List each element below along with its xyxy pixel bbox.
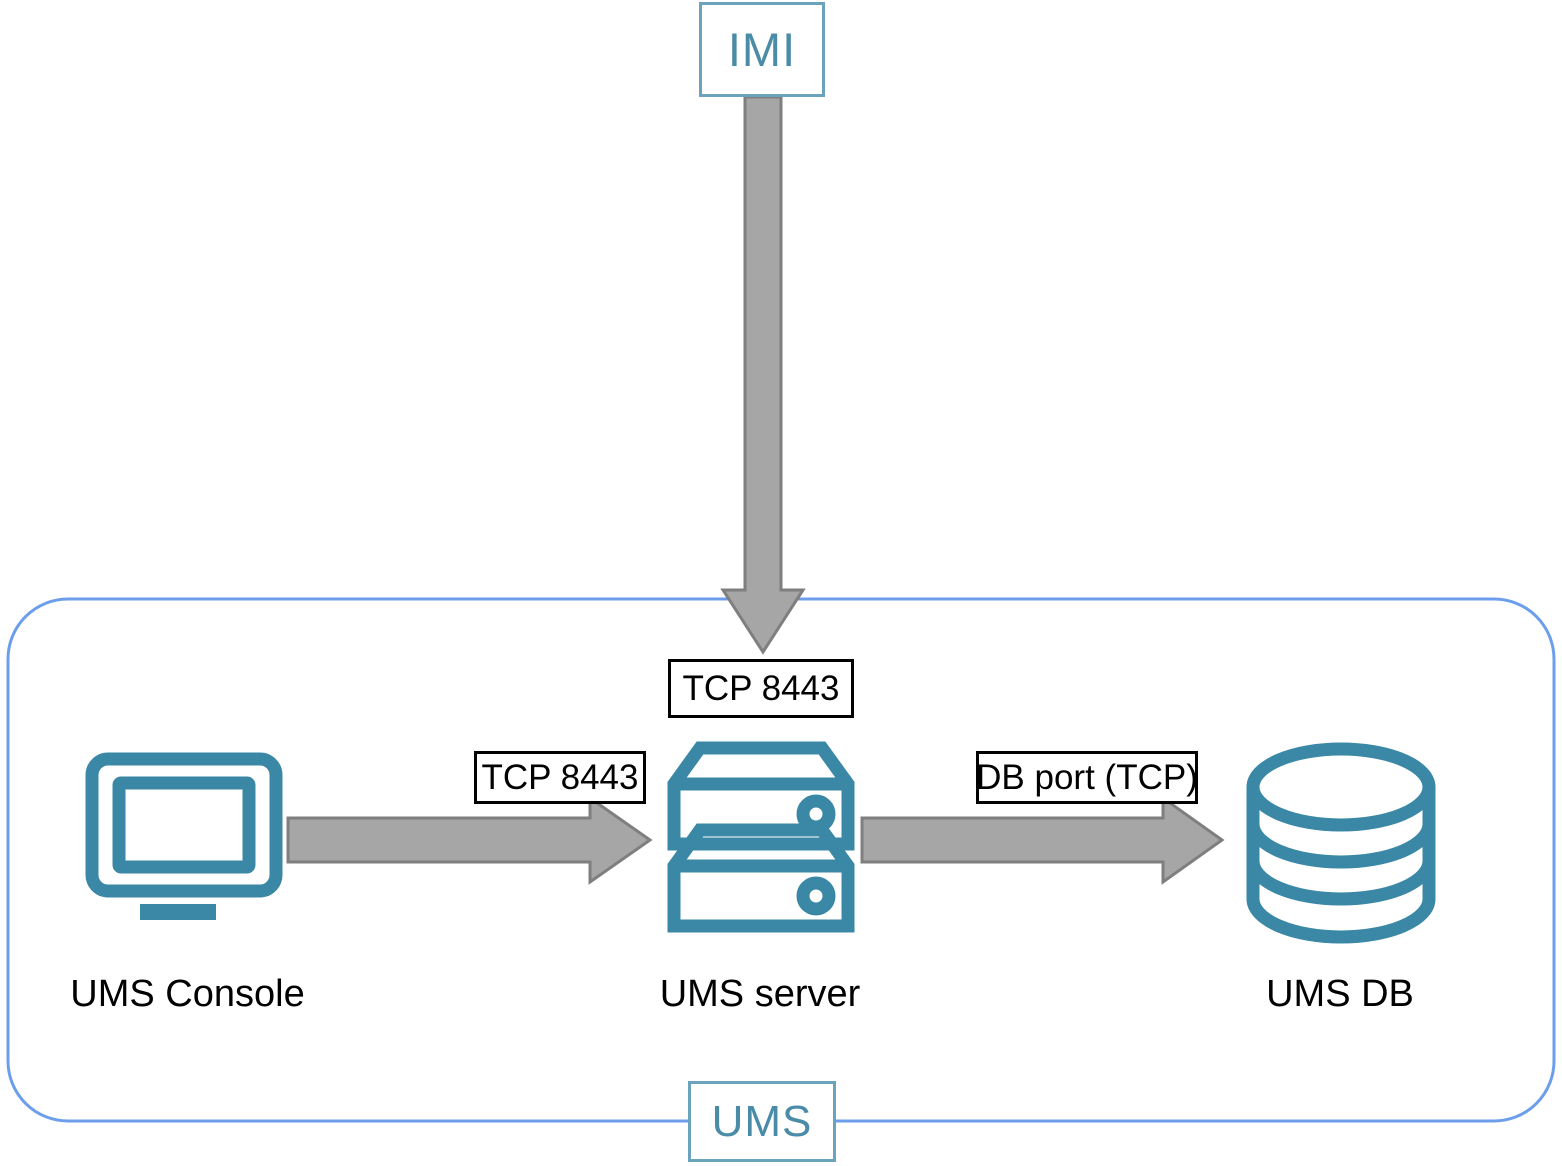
port-label-imi-to-server-text: TCP 8443 xyxy=(682,668,840,708)
port-label-server-to-db: DB port (TCP) xyxy=(976,751,1198,804)
database-icon xyxy=(1246,742,1436,944)
ums-boundary-label: UMS xyxy=(688,1081,836,1162)
server-icon xyxy=(667,741,855,933)
node-label-ums-server: UMS server xyxy=(659,973,861,1015)
imi-boundary-label: IMI xyxy=(699,2,825,97)
imi-boundary-label-text: IMI xyxy=(727,23,797,76)
arrow-server-to-db xyxy=(860,795,1225,885)
port-label-console-to-server-text: TCP 8443 xyxy=(481,757,639,797)
ums-boundary-label-text: UMS xyxy=(711,1096,813,1146)
port-label-console-to-server: TCP 8443 xyxy=(474,751,646,804)
node-label-ums-db: UMS DB xyxy=(1266,973,1414,1015)
node-label-ums-console: UMS Console xyxy=(70,973,305,1015)
monitor-icon xyxy=(85,752,283,920)
port-label-imi-to-server: TCP 8443 xyxy=(668,659,854,718)
port-label-server-to-db-text: DB port (TCP) xyxy=(976,757,1198,797)
arrow-imi-to-server xyxy=(720,95,806,655)
arrow-console-to-server xyxy=(286,795,653,885)
